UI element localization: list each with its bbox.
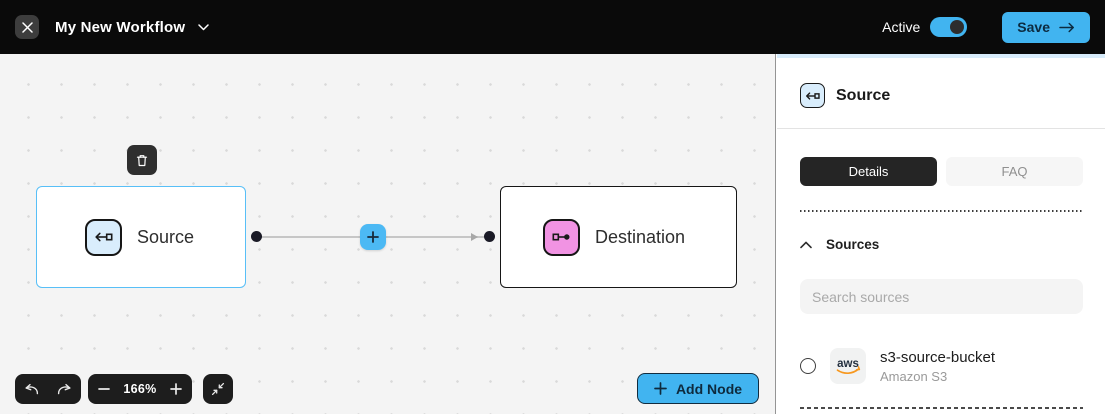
fit-view-icon[interactable] <box>205 374 231 404</box>
sources-section-label: Sources <box>826 237 880 252</box>
destination-input-handle[interactable] <box>484 231 495 242</box>
source-item-connector: Amazon S3 <box>880 368 948 384</box>
edge-arrowhead-icon <box>471 233 478 241</box>
zoom-level: 166% <box>123 382 157 396</box>
source-output-handle[interactable] <box>251 231 262 242</box>
tab-faq[interactable]: FAQ <box>946 157 1083 186</box>
toggle-knob <box>950 20 965 34</box>
dotted-divider <box>800 210 1083 212</box>
plus-icon <box>654 382 667 395</box>
search-sources-input[interactable] <box>800 279 1083 314</box>
dashed-divider <box>800 407 1083 409</box>
add-node-label: Add Node <box>675 380 743 397</box>
chevron-down-icon[interactable] <box>198 23 209 31</box>
details-panel: Source Details FAQ Sources aws s3-source… <box>777 54 1105 414</box>
chevron-up-icon <box>800 241 812 248</box>
panel-tabs: Details FAQ <box>800 157 1083 186</box>
fit-view-group <box>203 374 233 404</box>
source-glyph-icon <box>800 83 825 108</box>
source-list-item[interactable]: aws s3-source-bucket Amazon S3 <box>800 348 1083 384</box>
zoom-in-button[interactable] <box>164 374 188 404</box>
edge-add-node-button[interactable] <box>360 224 386 250</box>
zoom-controls: 166% <box>88 374 192 404</box>
redo-icon[interactable] <box>50 374 79 404</box>
radio-circle[interactable] <box>800 358 816 374</box>
trash-icon[interactable] <box>127 145 157 175</box>
sources-section-header[interactable]: Sources <box>800 237 1083 252</box>
divider <box>777 128 1105 129</box>
undo-redo-group <box>15 374 81 404</box>
source-glyph-icon <box>85 218 122 256</box>
destination-glyph-icon <box>543 218 580 256</box>
close-icon[interactable] <box>15 15 39 39</box>
tab-details[interactable]: Details <box>800 157 937 186</box>
active-toggle[interactable] <box>930 17 968 37</box>
add-node-button[interactable]: Add Node <box>637 373 759 404</box>
arrow-right-icon <box>1059 22 1074 32</box>
node-destination[interactable]: Destination <box>500 186 737 288</box>
panel-accent-strip <box>777 54 1105 58</box>
workflow-title: My New Workflow <box>55 18 186 36</box>
node-destination-label: Destination <box>595 226 686 247</box>
source-item-name: s3-source-bucket <box>880 348 996 366</box>
minus-icon <box>97 388 110 390</box>
top-bar: My New Workflow Active Save <box>0 0 1105 54</box>
node-source-label: Source <box>137 226 195 247</box>
workflow-canvas[interactable]: Source Destination 166% <box>0 54 776 414</box>
undo-icon[interactable] <box>17 374 46 404</box>
active-toggle-label: Active <box>882 19 921 35</box>
save-button[interactable]: Save <box>1002 11 1090 43</box>
save-button-label: Save <box>1017 19 1050 35</box>
aws-logo-text: aws <box>837 358 859 370</box>
aws-logo-icon: aws <box>830 348 866 384</box>
panel-title: Source <box>836 86 891 104</box>
plus-icon <box>367 231 379 243</box>
plus-icon <box>170 383 183 395</box>
node-source[interactable]: Source <box>36 186 246 288</box>
zoom-out-button[interactable] <box>92 374 116 404</box>
panel-header: Source <box>800 83 1083 108</box>
